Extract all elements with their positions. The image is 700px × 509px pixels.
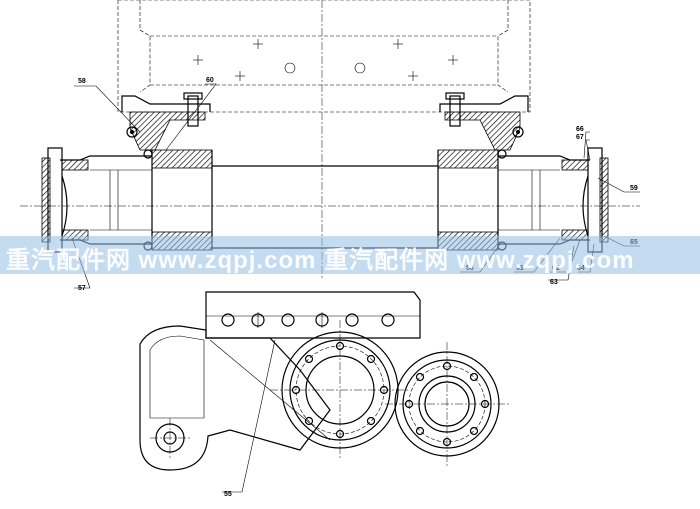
balance-shaft bbox=[20, 149, 640, 251]
label-60: 60 bbox=[206, 77, 214, 84]
bracket-feet bbox=[126, 92, 524, 151]
watermark-text: 重汽配件网 www.zqpj.com 重汽配件网 www.zqpj.com bbox=[6, 247, 635, 274]
label-63: 63 bbox=[550, 279, 558, 286]
label-58: 58 bbox=[78, 78, 86, 85]
part-labels: 58 60 66 67 59 65 56 61 62 64 63 57 55 bbox=[78, 77, 638, 498]
label-57: 57 bbox=[78, 285, 86, 292]
label-59: 59 bbox=[630, 185, 638, 192]
balance-arm bbox=[139, 325, 331, 471]
right-flange bbox=[385, 342, 510, 466]
watermark-band bbox=[0, 236, 700, 274]
label-66: 66 bbox=[576, 126, 584, 133]
frame-bracket bbox=[117, 0, 531, 280]
bracket-plate bbox=[205, 291, 421, 339]
left-flange bbox=[270, 320, 410, 460]
label-67: 67 bbox=[576, 134, 584, 141]
label-55: 55 bbox=[224, 491, 232, 498]
